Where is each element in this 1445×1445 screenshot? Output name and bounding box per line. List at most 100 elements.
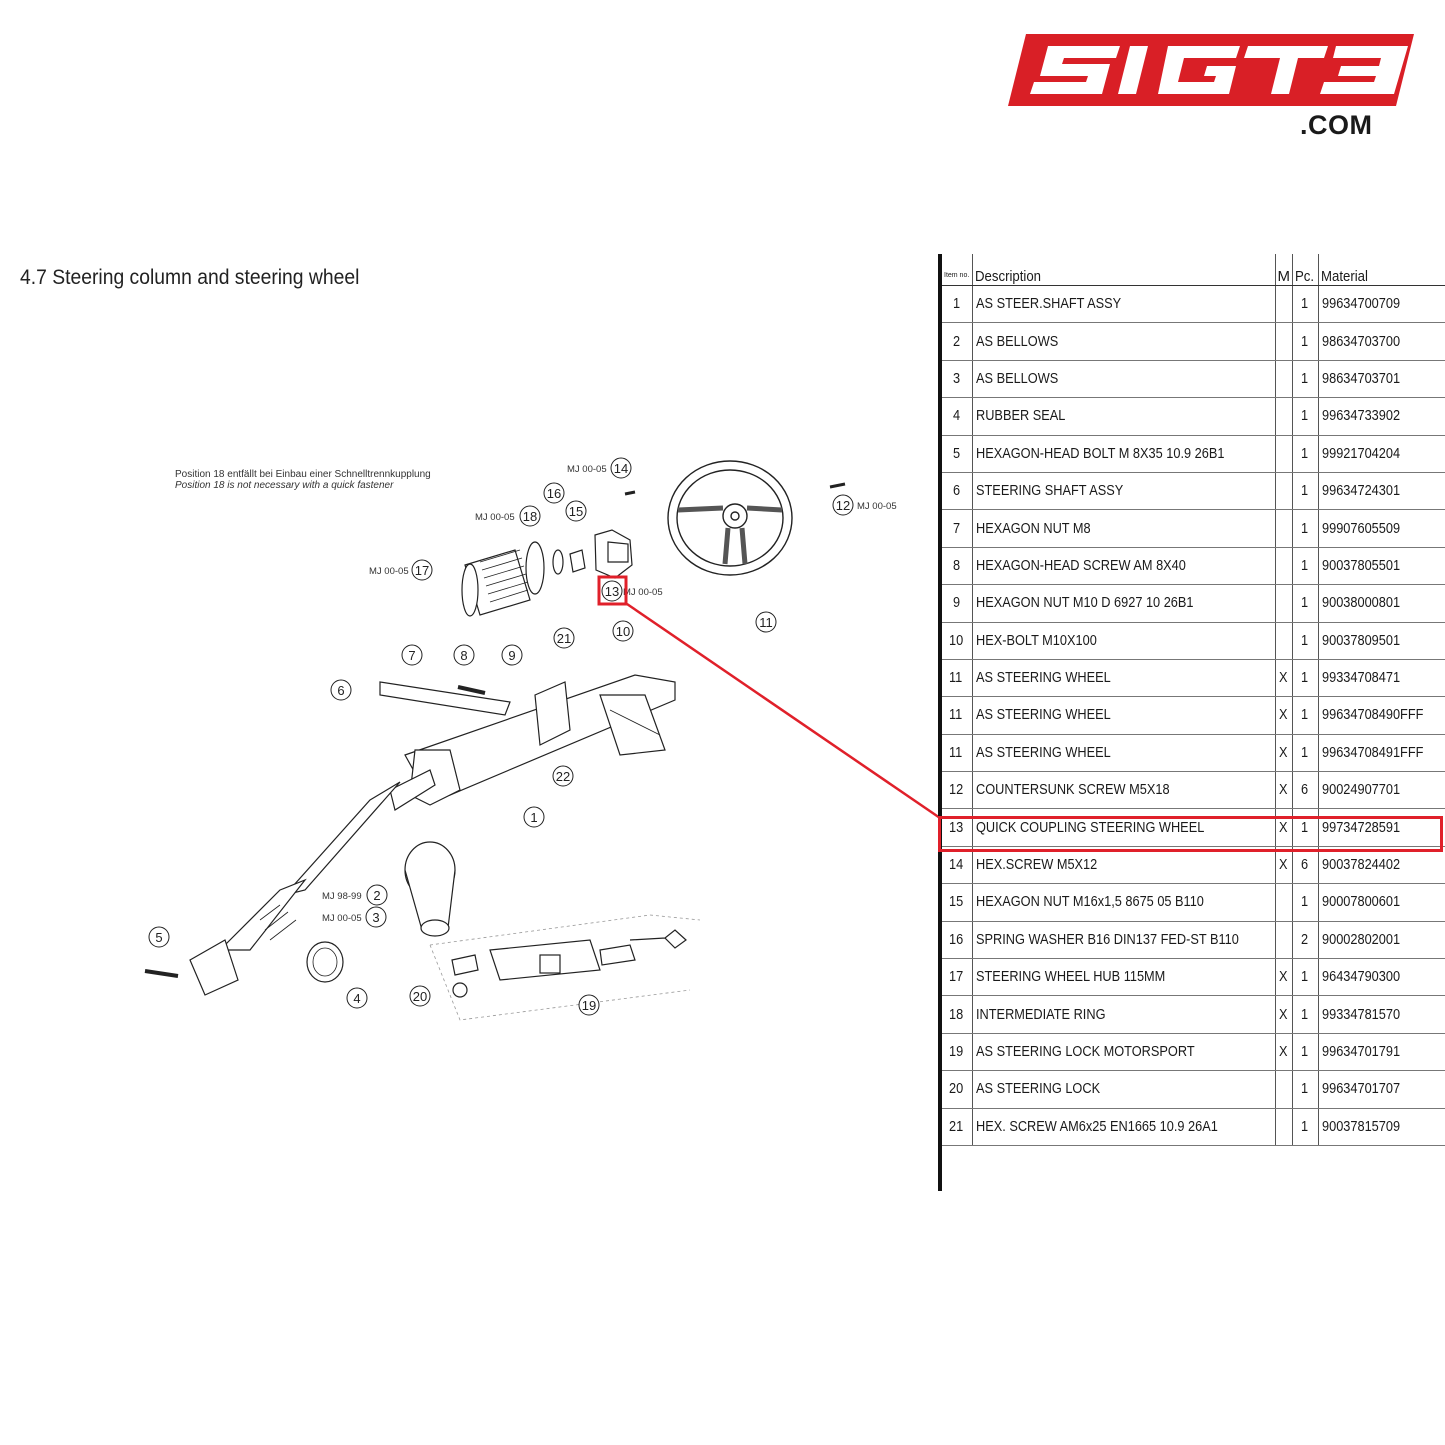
cell-pc: 1 [1291, 285, 1319, 324]
cell-m [1274, 472, 1293, 511]
cell-item: 19 [942, 1033, 973, 1072]
cell-item: 10 [942, 622, 973, 660]
cell-pc: 6 [1291, 771, 1319, 810]
header-pc: Pc. [1291, 254, 1319, 286]
cell-item: 6 [942, 472, 973, 511]
cell-description: AS BELLOWS [972, 322, 1276, 361]
cell-material: 90037805501 [1317, 547, 1445, 586]
cell-item: 5 [942, 435, 973, 473]
cell-material: 90037809501 [1317, 622, 1445, 660]
note-english: Position 18 is not necessary with a quic… [175, 480, 394, 491]
svg-text:14: 14 [614, 461, 628, 476]
steering-lock-drawing [451, 929, 687, 998]
svg-text:21: 21 [557, 631, 571, 646]
cell-description: STEERING SHAFT ASSY [972, 472, 1276, 511]
cell-pc: 1 [1291, 1033, 1319, 1072]
callout-20: 20 [409, 985, 431, 1007]
callout-4: 4 [346, 987, 368, 1009]
label-13: MJ 00-05 [623, 587, 663, 598]
cell-m [1274, 435, 1293, 473]
cell-pc: 1 [1291, 883, 1319, 922]
cell-material: 99921704204 [1317, 435, 1445, 473]
steering-wheel-drawing [667, 460, 793, 576]
cell-item: 8 [942, 547, 973, 586]
cell-description: STEERING WHEEL HUB 115MM [972, 958, 1276, 997]
cell-pc: 1 [1291, 734, 1319, 773]
callout-18: 18 [519, 505, 541, 527]
cell-material: 90038000801 [1317, 584, 1445, 623]
cell-m: X [1274, 696, 1293, 735]
cell-item: 3 [942, 360, 973, 399]
cell-material: 99334708471 [1317, 659, 1445, 698]
cell-item: 11 [942, 659, 973, 698]
cell-m: X [1274, 659, 1293, 698]
cell-item: 11 [942, 696, 973, 735]
svg-text:19: 19 [582, 998, 596, 1013]
cell-pc: 1 [1291, 397, 1319, 436]
cell-material: 99734728591 [1317, 808, 1445, 847]
svg-text:2: 2 [373, 888, 380, 903]
callout-12: 12 [832, 494, 854, 516]
callout-5: 5 [148, 926, 170, 948]
cell-pc: 1 [1291, 472, 1319, 511]
svg-text:17: 17 [415, 563, 429, 578]
callout-22: 22 [552, 765, 574, 787]
cell-m [1274, 509, 1293, 548]
header-m: M [1274, 254, 1293, 286]
cell-m [1274, 360, 1293, 399]
cell-material: 99634708490FFF [1317, 696, 1445, 735]
cell-pc: 1 [1291, 622, 1319, 660]
cell-material: 98634703701 [1317, 360, 1445, 399]
cell-item: 13 [942, 808, 973, 847]
bellows-drawing [404, 841, 456, 937]
cell-pc: 2 [1291, 921, 1319, 960]
callout-8: 8 [453, 644, 475, 666]
cell-description: HEXAGON NUT M8 [972, 509, 1276, 548]
cell-pc: 1 [1291, 509, 1319, 548]
diagram-note: Position 18 entfällt bei Einbau einer Sc… [175, 469, 431, 491]
cell-item: 1 [942, 285, 973, 324]
cell-pc: 1 [1291, 322, 1319, 361]
cell-material: 96434790300 [1317, 958, 1445, 997]
steering-column-drawing [189, 674, 676, 996]
cell-description: SPRING WASHER B16 DIN137 FED-ST B110 [972, 921, 1276, 960]
cell-m [1274, 1108, 1293, 1146]
exploded-parts-diagram: Position 18 entfällt bei Einbau einer Sc… [144, 457, 897, 1021]
label-14: MJ 00-05 [567, 464, 607, 475]
cell-pc: 1 [1291, 1070, 1319, 1109]
table-left-rule [938, 254, 942, 1191]
callout-13-highlight [597, 575, 628, 606]
cell-description: COUNTERSUNK SCREW M5X18 [972, 771, 1276, 810]
cell-description: AS STEER.SHAFT ASSY [972, 285, 1276, 324]
cell-pc: 1 [1291, 584, 1319, 623]
svg-text:11: 11 [759, 615, 773, 630]
svg-text:4: 4 [353, 991, 360, 1006]
cell-pc: 6 [1291, 846, 1319, 885]
header-description: Description [972, 254, 1276, 286]
logo-domain-suffix: .COM [1300, 110, 1373, 140]
cell-m [1274, 1070, 1293, 1109]
svg-text:5: 5 [155, 930, 162, 945]
svg-text:3: 3 [372, 910, 379, 925]
cell-material: 99634701791 [1317, 1033, 1445, 1072]
label-12: MJ 00-05 [857, 501, 897, 512]
cell-item: 4 [942, 397, 973, 436]
quick-coupling-drawing [594, 529, 633, 579]
cell-item: 17 [942, 958, 973, 997]
steering-hub-drawing [461, 541, 586, 617]
callout-14: 14 [610, 457, 632, 479]
svg-text:15: 15 [569, 504, 583, 519]
cell-description: AS STEERING WHEEL [972, 696, 1276, 735]
cell-description: HEX. SCREW AM6x25 EN1665 10.9 26A1 [972, 1108, 1276, 1146]
cell-m [1274, 921, 1293, 960]
